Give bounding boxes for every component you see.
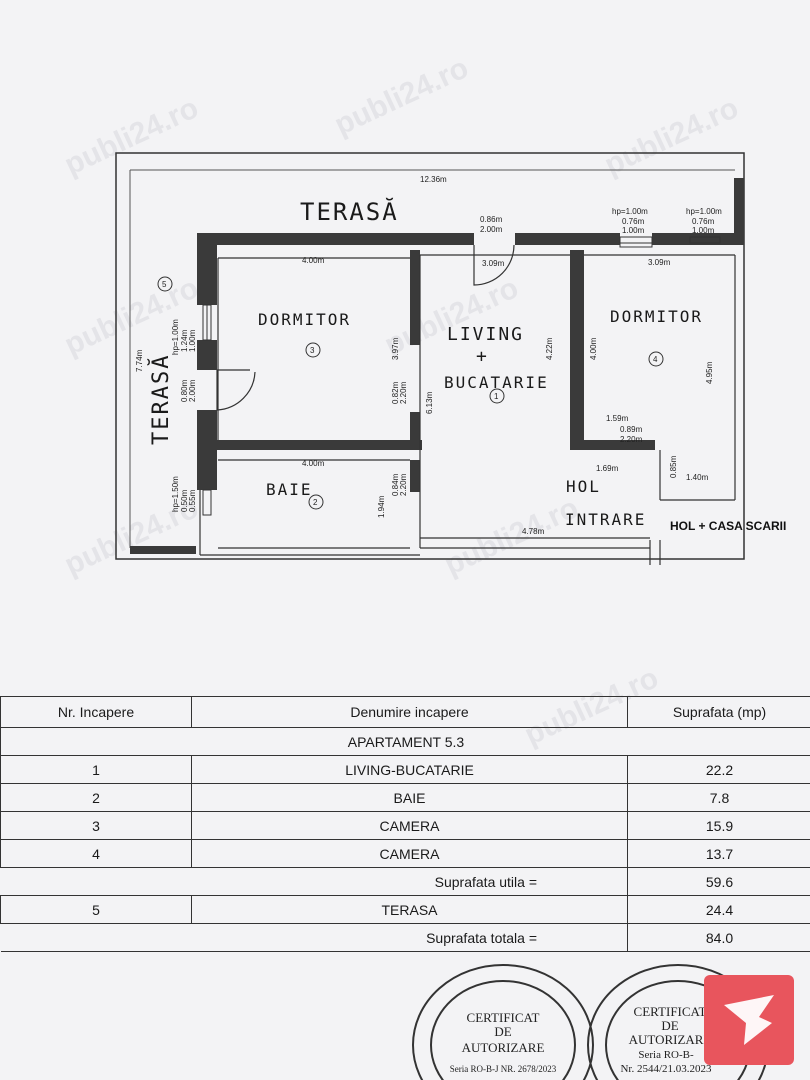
stamp2-line3: AUTORIZARE (629, 1032, 712, 1047)
room-hol: HOL (566, 477, 601, 496)
terrace-top-label: TERASĂ (300, 197, 399, 226)
total-value: 84.0 (627, 923, 810, 952)
room-intrare: INTRARE (565, 510, 646, 529)
dim-dorm3-w: 4.00m (302, 256, 325, 265)
dim-door-baie-b: 2.20m (399, 473, 408, 496)
dim-hol-d: 1.69m (596, 464, 619, 473)
dim-win4-a: 0.50m (180, 489, 189, 512)
room-living-plus: + (476, 346, 489, 367)
dim-win4-hp: hp=1.50m (171, 476, 180, 512)
subtotal-value: 59.6 (627, 867, 810, 896)
cell-name: CAMERA (191, 811, 628, 840)
dim-win2-hp: hp=1.00m (686, 207, 722, 216)
stamp2-line1: CERTIFICAT (634, 1004, 707, 1019)
header-nr: Nr. Incapere (0, 696, 192, 728)
floor-plan: TERASĂ TERASĂ DORMITOR LIVING + BUCATARI… (115, 152, 786, 565)
dim-baie-h: 1.94m (377, 495, 386, 518)
section-title: APARTAMENT 5.3 (0, 727, 810, 756)
table-section-row: APARTAMENT 5.3 (0, 727, 810, 756)
table-row: 1 LIVING-BUCATARIE 22.2 (0, 755, 810, 784)
table-header-row: Nr. Incapere Denumire incapere Suprafata… (0, 696, 810, 728)
cell-area: 13.7 (627, 839, 810, 868)
cell-nr: 3 (0, 811, 192, 840)
dim-dorm3-h: 3.97m (391, 337, 400, 360)
dim-win1-h: 1.00m (622, 226, 645, 235)
table-row: 5 TERASA 24.4 (0, 895, 810, 924)
dim-door-baie-a: 0.84m (391, 473, 400, 496)
table-row: 2 BAIE 7.8 (0, 783, 810, 812)
header-area: Suprafata (mp) (627, 696, 810, 728)
terrace-side-label: TERASĂ (148, 354, 174, 445)
room-number-5: 5 (162, 280, 167, 289)
dim-door3-a: 0.82m (391, 381, 400, 404)
stamp1-serial: Seria RO-B-J NR. 2678/2023 (450, 1064, 557, 1074)
dim-dorm4-inner: 4.00m (589, 337, 598, 360)
dim-living-h2: 4.22m (545, 337, 554, 360)
cell-name: CAMERA (191, 839, 628, 868)
dim-door-top-w2: 3.09m (482, 259, 505, 268)
room-dormitor-3: DORMITOR (258, 310, 351, 329)
area-table: Nr. Incapere Denumire incapere Suprafata… (0, 696, 810, 952)
subtotal-row: Suprafata utila = 59.6 (0, 867, 810, 896)
dim-hol-c: 2.20m (620, 435, 643, 444)
dim-overall-height: 7.74m (135, 349, 144, 372)
cell-name: TERASA (191, 895, 628, 924)
dim-overall-width: 12.36m (420, 175, 447, 184)
dim-win2-h: 1.00m (692, 226, 715, 235)
stamp1-line2: DE (494, 1024, 511, 1039)
dim-door-top-h: 2.00m (480, 225, 503, 234)
dim-dorm4-h: 4.95m (705, 361, 714, 384)
dim-baie-w: 4.00m (302, 459, 325, 468)
dim-living-w: 4.78m (522, 527, 545, 536)
dim-door-side-a: 0.80m (180, 379, 189, 402)
dim-win3-b: 1.00m (188, 329, 197, 352)
publi24-logo-icon (704, 975, 794, 1065)
table-row: 4 CAMERA 13.7 (0, 839, 810, 868)
dim-hol-a: 1.59m (606, 414, 629, 423)
dim-hol-b: 0.89m (620, 425, 643, 434)
cell-name: LIVING-BUCATARIE (191, 755, 628, 784)
subtotal-label: Suprafata utila = (0, 867, 628, 896)
cell-name: BAIE (191, 783, 628, 812)
stamp1-line3: AUTORIZARE (462, 1040, 545, 1055)
dim-door-top-w: 0.86m (480, 215, 503, 224)
room-number-1: 1 (494, 392, 499, 401)
cell-area: 7.8 (627, 783, 810, 812)
cell-nr: 1 (0, 755, 192, 784)
dim-door-side-b: 2.00m (188, 379, 197, 402)
room-number-4: 4 (653, 355, 658, 364)
dim-win3-hp: hp=1.00m (171, 319, 180, 355)
room-baie: BAIE (266, 480, 313, 499)
cell-area: 15.9 (627, 811, 810, 840)
cell-area: 22.2 (627, 755, 810, 784)
room-dormitor-4: DORMITOR (610, 307, 703, 326)
dim-hol-e: 0.85m (669, 455, 678, 478)
room-living: LIVING (447, 324, 524, 345)
dim-door3-b: 2.20m (399, 381, 408, 404)
dim-win4-b: 0.55m (188, 489, 197, 512)
room-number-2: 2 (313, 498, 318, 507)
room-number-3: 3 (310, 346, 315, 355)
dim-win1-hp: hp=1.00m (612, 207, 648, 216)
stamp2-line2: DE (661, 1018, 678, 1033)
cell-nr: 4 (0, 839, 192, 868)
total-label: Suprafata totala = (0, 923, 628, 952)
dim-win3-a: 1.24m (180, 329, 189, 352)
cell-nr: 2 (0, 783, 192, 812)
dim-dorm4-w: 3.09m (648, 258, 671, 267)
stamp2-serial1: Seria RO-B- (638, 1049, 694, 1061)
hol-casa-scarii-label: HOL + CASA SCARII (670, 519, 786, 533)
stamp1-line1: CERTIFICAT (467, 1010, 540, 1025)
cell-nr: 5 (0, 895, 192, 924)
cell-area: 24.4 (627, 895, 810, 924)
dim-win2-w: 0.76m (692, 217, 715, 226)
dim-living-h: 6.13m (425, 391, 434, 414)
total-row: Suprafata totala = 84.0 (0, 923, 810, 952)
table-row: 3 CAMERA 15.9 (0, 811, 810, 840)
dim-hol-f: 1.40m (686, 473, 709, 482)
stamp2-serial2: Nr. 2544/21.03.2023 (620, 1063, 712, 1075)
room-bucatarie: BUCATARIE (444, 373, 549, 392)
dim-win1-w: 0.76m (622, 217, 645, 226)
header-name: Denumire incapere (191, 696, 628, 728)
